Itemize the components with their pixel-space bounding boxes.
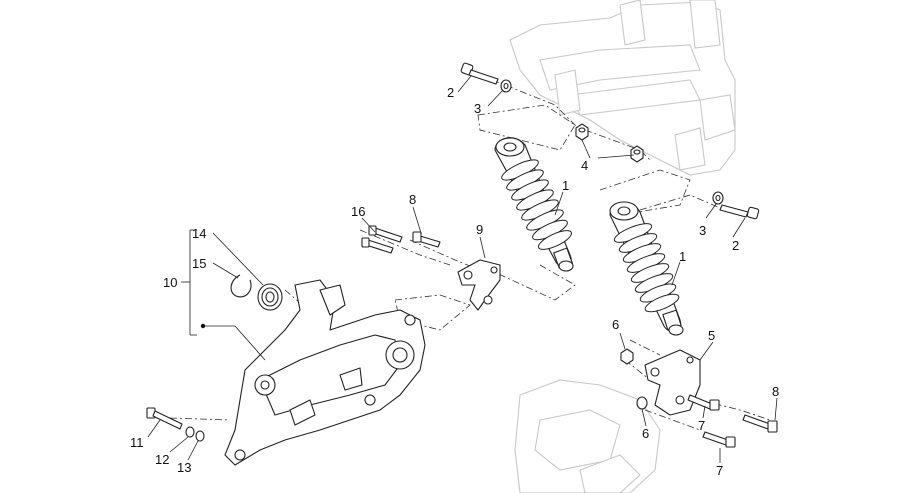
leader-dot [200,323,206,329]
label-13: 13 [177,460,191,475]
bolt-16-lower [361,237,394,254]
label-16: 16 [351,204,365,219]
washer-right [712,191,724,205]
label-7-lower: 7 [716,463,723,478]
label-15: 15 [192,256,206,271]
chassis-frame-outline [509,0,736,176]
label-6-lower: 6 [642,426,649,441]
bolt-16-upper [368,225,403,243]
engine-mount-bracket [224,279,426,466]
nut-lower [630,145,644,163]
bolt-8-left [412,231,441,248]
label-2-upper: 2 [447,85,454,100]
circlip [230,274,252,298]
bearing [257,283,283,311]
engine-casing-outline [514,379,661,493]
label-6-upper: 6 [612,317,619,332]
shock-absorber-right [609,201,684,336]
bolt-11 [146,407,183,430]
label-1-upper: 1 [562,178,569,193]
bolt-8-right [742,414,778,433]
nut-6-upper [620,348,634,365]
label-11: 11 [130,435,144,450]
label-4: 4 [581,158,588,173]
nut-6-lower [636,396,648,410]
bolt-7-upper [687,394,720,411]
bolt-right [719,204,760,220]
label-3-upper: 3 [474,101,481,116]
washer-13 [195,430,205,442]
label-10: 10 [163,275,177,290]
bolt-upper-left [460,62,499,85]
label-14: 14 [192,226,206,241]
label-2-right: 2 [732,238,739,253]
bracket-left [457,259,501,311]
washer-12 [185,426,195,438]
bolt-7-lower [702,431,736,448]
nut-upper [575,123,589,141]
label-12: 12 [155,452,169,467]
label-1-lower: 1 [679,249,686,264]
shock-spring-left [501,159,573,250]
label-5: 5 [708,328,715,343]
label-3-right: 3 [699,223,706,238]
label-9: 9 [476,222,483,237]
label-7-upper: 7 [698,418,705,433]
shock-spring-right [613,223,680,313]
leader-lines [147,75,778,463]
callout-labels: 2 3 4 1 1 3 2 8 9 16 14 15 10 11 12 13 6… [130,85,779,478]
bracket-right [644,349,701,416]
label-8-left: 8 [409,192,416,207]
label-8-right: 8 [772,384,779,399]
washer-upper-left [500,79,512,93]
shock-absorber-left [494,137,574,272]
